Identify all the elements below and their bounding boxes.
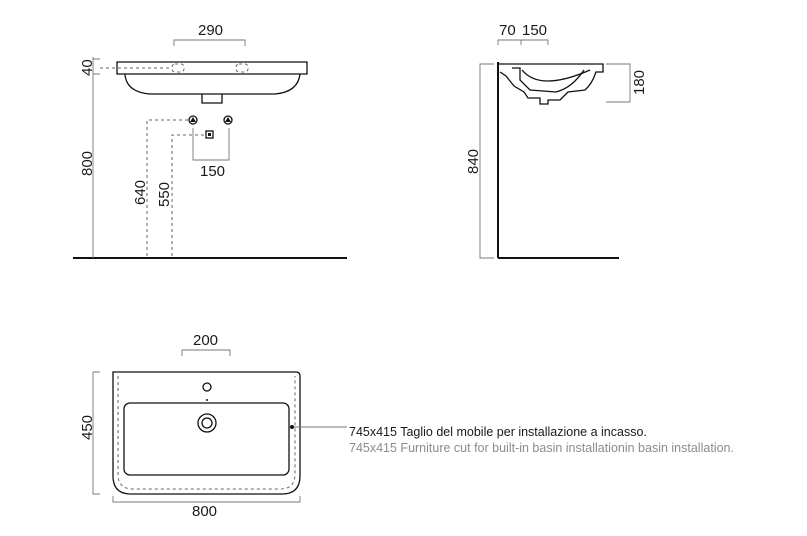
top-tap-hole [202,382,212,392]
front-tap-hole-right [235,63,249,73]
front-dim-640-guide [146,119,188,258]
front-dim-290-line [173,39,246,46]
front-dim-150-guide [192,128,230,161]
top-waste-outer [197,413,217,433]
top-dim-450: 450 [79,415,96,440]
front-basin-rim [116,61,308,75]
top-waste-inner [201,417,213,429]
top-view: 200 450 800 745x415 Taglio del mobile pe… [79,332,734,520]
side-view: 70 150 180 840 [465,22,648,259]
top-dim-800: 800 [192,503,217,520]
top-dim-200: 200 [193,332,218,349]
front-dim-800: 800 [79,151,96,176]
top-dim-200-line [181,349,231,356]
front-dim-550-guide [171,134,204,258]
front-supply-left [188,115,198,125]
side-dim-70: 70 [499,22,516,39]
top-cut-line [117,376,296,490]
front-dim-550: 550 [156,182,173,207]
top-dim-800-line [112,496,301,503]
side-basin-bowl [521,69,591,82]
side-dim-180: 180 [631,70,648,95]
top-overflow-dot [206,399,208,401]
front-dim-640: 640 [132,180,149,205]
side-dim-840: 840 [465,149,482,174]
top-note-leader-dot [290,425,294,429]
side-basin-inner [512,67,585,93]
front-dim-150: 150 [200,163,225,180]
side-dim-840-line [479,63,494,259]
front-waste-outlet [201,94,223,104]
front-waste-point [205,130,214,139]
front-dim-40: 40 [79,59,96,76]
side-dim-150: 150 [522,22,547,39]
front-dim-290: 290 [198,22,223,39]
top-note-italian: 745x415 Taglio del mobile per installazi… [349,425,647,439]
front-supply-right [223,115,233,125]
front-dim-40-line [92,57,100,258]
side-dim-top-line [497,39,549,45]
top-note-english: 745x415 Furniture cut for built-in basin… [349,441,734,455]
side-basin-profile [498,63,604,105]
front-tap-hole-left [171,63,185,73]
front-view: 290 40 800 640 550 150 [73,22,347,259]
top-basin-outline [112,371,301,495]
top-bowl [123,402,290,476]
top-dim-450-line [92,371,100,495]
front-basin-body [124,73,301,95]
side-dim-180-line [606,63,631,103]
